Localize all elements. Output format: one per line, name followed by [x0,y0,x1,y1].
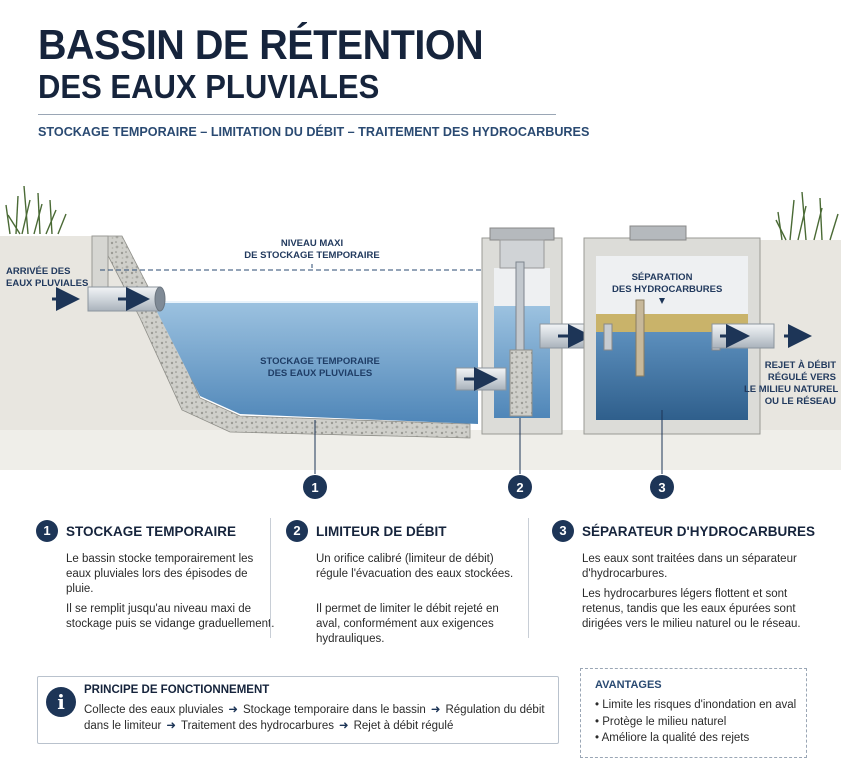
section-3-badge: 3 [552,520,574,542]
column-divider [528,518,529,638]
list-item: Limite les risques d'inondation en aval [595,697,796,714]
arrow-right-icon: ➜ [228,704,238,716]
storage-label: STOCKAGE TEMPORAIRE DES EAUX PLUVIALES [260,356,380,379]
principle-step: Traitement des hydrocarbures [180,720,334,732]
separator-cover [629,225,687,241]
ground-right [760,240,841,470]
section-3-title: SÉPARATEUR D'HYDROCARBURES [582,524,815,539]
max-level-label: NIVEAU MAXI DE STOCKAGE TEMPORAIRE [244,238,380,261]
limiter-cover [489,227,555,241]
basin-water [152,302,478,424]
section-3-paragraph: Les eaux sont traitées dans un séparateu… [582,553,797,580]
arrow-right-icon: ➜ [166,720,176,732]
section-1-badge: 1 [36,520,58,542]
separator-hydrocarbon-layer [596,314,748,332]
section-1-paragraph: Le bassin stocke temporairement les eaux… [66,553,254,595]
page-title: BASSIN DE RÉTENTION [38,21,484,68]
marker-3 [650,475,674,499]
section-2-paragraph: Il permet de limiter le débit rejeté en … [316,603,499,645]
marker-3-label: 3 [658,480,665,495]
section-2-badge: 2 [286,520,308,542]
marker-2 [508,475,532,499]
separator-baffle [635,299,645,377]
separation-pointer [659,298,665,304]
arrow-right-icon: ➜ [338,720,349,732]
section-2-paragraph: Un orifice calibré (limiteur de débit) r… [316,553,514,580]
advantages-box: AVANTAGES Limite les risques d'inondatio… [580,668,807,758]
limiter-gravel-filter [509,349,533,417]
page-subtitle: STOCKAGE TEMPORAIRE – LIMITATION DU DÉBI… [38,124,590,139]
principle-flow: Collecte des eaux pluviales ➜ Stockage tem… [84,702,550,734]
title-divider [38,114,556,115]
outlet-label: REJET À DÉBIT RÉGULÉ VERS LE MILIEU NATU… [744,360,839,407]
grass-left-icon [5,185,67,235]
ground-base [0,430,841,470]
inlet-label: ARRIVÉE DES EAUX PLUVIALES [6,266,89,289]
principle-step: Stockage temporaire dans le bassin [243,704,426,716]
advantages-list: Limite les risques d'inondation en aval … [595,697,797,747]
inlet-pipe-mouth [154,286,166,312]
section-3-paragraph: Les hydrocarbures légers flottent et son… [582,588,801,630]
section-2-title: LIMITEUR DE DÉBIT [316,524,447,539]
separator-inlet-flange [603,323,613,351]
page-title-line2: DES EAUX PLUVIALES [38,68,380,105]
column-divider [270,518,271,638]
separation-label: SÉPARATION DES HYDROCARBURES [612,272,723,295]
principle-step: Rejet à débit régulé [353,720,454,732]
principle-box: i PRINCIPE DE FONCTIONNEMENT Collecte de… [37,676,559,744]
marker-2-label: 2 [516,480,523,495]
list-item: Améliore la qualité des rejets [595,730,796,747]
grass-right-icon [775,191,839,241]
marker-1 [303,475,327,499]
arrow-right-icon: ➜ [430,704,441,716]
section-1-title: STOCKAGE TEMPORAIRE [66,524,237,539]
section-1-paragraph: Il se remplit jusqu'au niveau maxi de st… [66,603,275,630]
limiter-riser-pipe [515,261,525,353]
principle-title: PRINCIPE DE FONCTIONNEMENT [84,684,270,696]
advantages-title: AVANTAGES [595,679,662,691]
info-icon: i [46,687,76,717]
principle-step: Collecte des eaux pluviales [84,704,224,716]
retention-basin-diagram: 1 2 3 [0,185,841,499]
marker-1-label: 1 [311,480,318,495]
principle-step: Régulation du débit dans le limiteur [84,704,545,732]
list-item: Protège le milieu naturel [595,714,796,731]
